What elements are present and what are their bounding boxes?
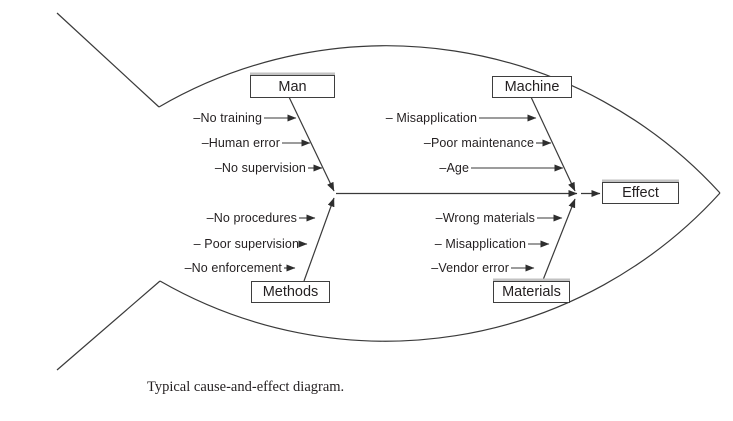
materials-bone xyxy=(542,198,576,281)
cause-label-human-error: –Human error xyxy=(201,136,280,150)
methods-bone xyxy=(303,197,335,282)
figure-caption: Typical cause-and-effect diagram. xyxy=(147,379,345,395)
cause-label-poor-supervision: – Poor supervision xyxy=(193,237,299,251)
man-bone xyxy=(288,96,335,192)
effect-box: Effect xyxy=(602,182,679,204)
fish-tail-top-line xyxy=(56,12,160,108)
fish-body-bottom-curve xyxy=(159,192,721,342)
cause-label-no-procedures: –No procedures xyxy=(206,211,297,225)
cause-label-misapplication-machine: – Misapplication xyxy=(385,111,477,125)
category-box-man: Man xyxy=(250,75,335,98)
cause-label-wrong-materials: –Wrong materials xyxy=(435,211,535,225)
effect-label: Effect xyxy=(622,185,659,201)
category-box-materials: Materials xyxy=(493,281,570,303)
category-label-man: Man xyxy=(278,78,307,95)
category-label-materials: Materials xyxy=(502,284,561,300)
cause-label-age: –Age xyxy=(439,161,469,175)
cause-label-vendor-error: –Vendor error xyxy=(431,261,509,275)
cause-label-poor-maintenance: –Poor maintenance xyxy=(423,136,534,150)
fish-body-top-curve xyxy=(158,45,721,194)
cause-label-misapplication-materials: – Misapplication xyxy=(434,237,526,251)
category-label-methods: Methods xyxy=(262,284,319,300)
cause-label-no-supervision: –No supervision xyxy=(214,161,306,175)
cause-label-no-training: –No training xyxy=(193,111,262,125)
category-box-methods: Methods xyxy=(251,281,330,303)
fish-tail-bottom-line xyxy=(56,280,161,371)
machine-bone xyxy=(530,96,576,192)
cause-label-no-enforcement: –No enforcement xyxy=(184,261,282,275)
category-label-machine: Machine xyxy=(504,79,560,95)
category-box-machine: Machine xyxy=(492,76,572,98)
